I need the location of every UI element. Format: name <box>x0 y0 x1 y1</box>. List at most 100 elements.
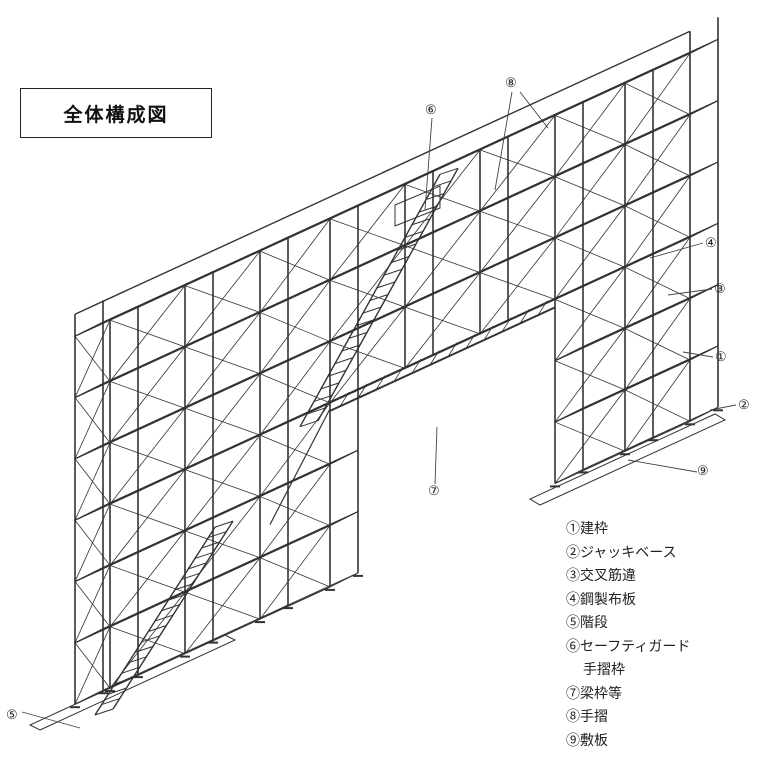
frame-bar <box>554 223 584 239</box>
stair-tread <box>141 635 160 643</box>
cross-brace <box>259 250 331 281</box>
legend-item: 手摺枠 <box>583 662 625 678</box>
handrail <box>74 30 691 315</box>
cross-brace <box>624 328 691 361</box>
safety-guard-frame <box>394 185 441 227</box>
stair-tread <box>355 319 375 327</box>
cross-brace <box>554 421 626 452</box>
frame-bar <box>109 366 139 382</box>
cross-brace <box>479 272 556 300</box>
frame-bar <box>689 345 719 361</box>
frame-bar <box>184 271 214 287</box>
stair-tread <box>214 520 234 528</box>
beam-lattice <box>483 325 494 341</box>
leader-line <box>682 351 714 358</box>
stair-tread <box>334 357 354 365</box>
frame-bar <box>109 305 139 321</box>
cross-brace <box>184 469 261 497</box>
cross-brace <box>74 581 111 628</box>
frame-bar <box>479 258 509 274</box>
frame-bar <box>74 383 104 398</box>
cross-brace <box>554 360 626 391</box>
frame-bar <box>554 468 584 484</box>
stair-tread <box>299 420 319 428</box>
stair-tread <box>390 256 410 264</box>
frame-bar <box>689 161 719 177</box>
frame-bar <box>404 292 434 308</box>
cross-brace <box>109 565 186 593</box>
frame-bar <box>259 543 289 559</box>
leader-line <box>494 91 513 191</box>
callout-6: ⑥ <box>425 103 437 118</box>
frame-bar <box>184 455 214 471</box>
callout-3: ③ <box>714 282 726 297</box>
frame-bar <box>624 436 654 452</box>
beam-lattice <box>357 383 368 399</box>
frame-bar <box>259 604 289 620</box>
frame-bar <box>624 252 654 268</box>
frame-bar <box>184 639 214 655</box>
stair-tread <box>397 243 417 251</box>
callout-5: ⑤ <box>6 708 18 723</box>
frame-bar <box>554 162 584 178</box>
frame-bar <box>109 550 139 566</box>
cross-brace <box>259 373 331 404</box>
cross-brace <box>259 312 331 342</box>
cross-brace <box>554 176 626 207</box>
cross-brace <box>109 319 186 348</box>
cross-brace <box>624 205 691 238</box>
stair-tread <box>201 541 220 549</box>
stair-tread <box>194 551 214 559</box>
stair-tread <box>327 369 347 377</box>
frame-bar <box>554 407 584 423</box>
stair-tread <box>439 167 459 175</box>
cross-brace <box>404 306 481 335</box>
stair-tread <box>376 281 396 289</box>
cross-brace <box>184 346 261 375</box>
frame-bar <box>329 388 359 404</box>
beam-lattice <box>429 350 440 366</box>
frame-bar <box>554 100 584 116</box>
frame-bar <box>479 196 509 212</box>
leader-line <box>424 117 433 211</box>
cross-brace <box>554 299 626 329</box>
leader-line <box>709 404 737 411</box>
cross-brace <box>184 285 261 313</box>
cross-brace <box>74 519 111 566</box>
frame-bar <box>329 511 359 527</box>
cross-brace <box>329 341 406 369</box>
frame-bar <box>624 191 654 207</box>
frame-bar <box>689 284 719 300</box>
frame-bar <box>624 375 654 391</box>
frame-bar <box>554 284 584 300</box>
stair-tread <box>128 656 147 664</box>
frame-bar <box>624 68 654 84</box>
frame-bar <box>184 516 214 532</box>
stair-tread <box>383 268 403 276</box>
stair-tread <box>121 666 140 674</box>
stair-tread <box>208 531 227 539</box>
cross-brace <box>259 434 331 465</box>
beam-lattice <box>393 367 404 382</box>
stair-tread <box>94 708 114 716</box>
stair-tread <box>134 645 154 653</box>
stair-tread <box>148 625 167 632</box>
frame-bar <box>259 481 289 497</box>
cross-brace <box>184 407 261 436</box>
beam-lattice <box>537 300 548 316</box>
frame-bar <box>74 321 104 337</box>
frame-bar <box>404 353 434 369</box>
sole-plate-right <box>528 413 727 506</box>
cross-brace <box>404 184 481 212</box>
frame-bar <box>404 169 434 185</box>
stair-tread <box>161 604 180 612</box>
callout-1: ① <box>715 350 727 365</box>
frame-bar <box>624 314 654 329</box>
diagram-title: 全体構成図 <box>20 88 212 138</box>
frame-bar <box>109 612 139 628</box>
cross-brace <box>184 530 261 559</box>
cross-brace <box>259 557 331 588</box>
legend-item: ⑦梁枠等 <box>566 685 622 702</box>
cross-brace <box>479 149 556 178</box>
